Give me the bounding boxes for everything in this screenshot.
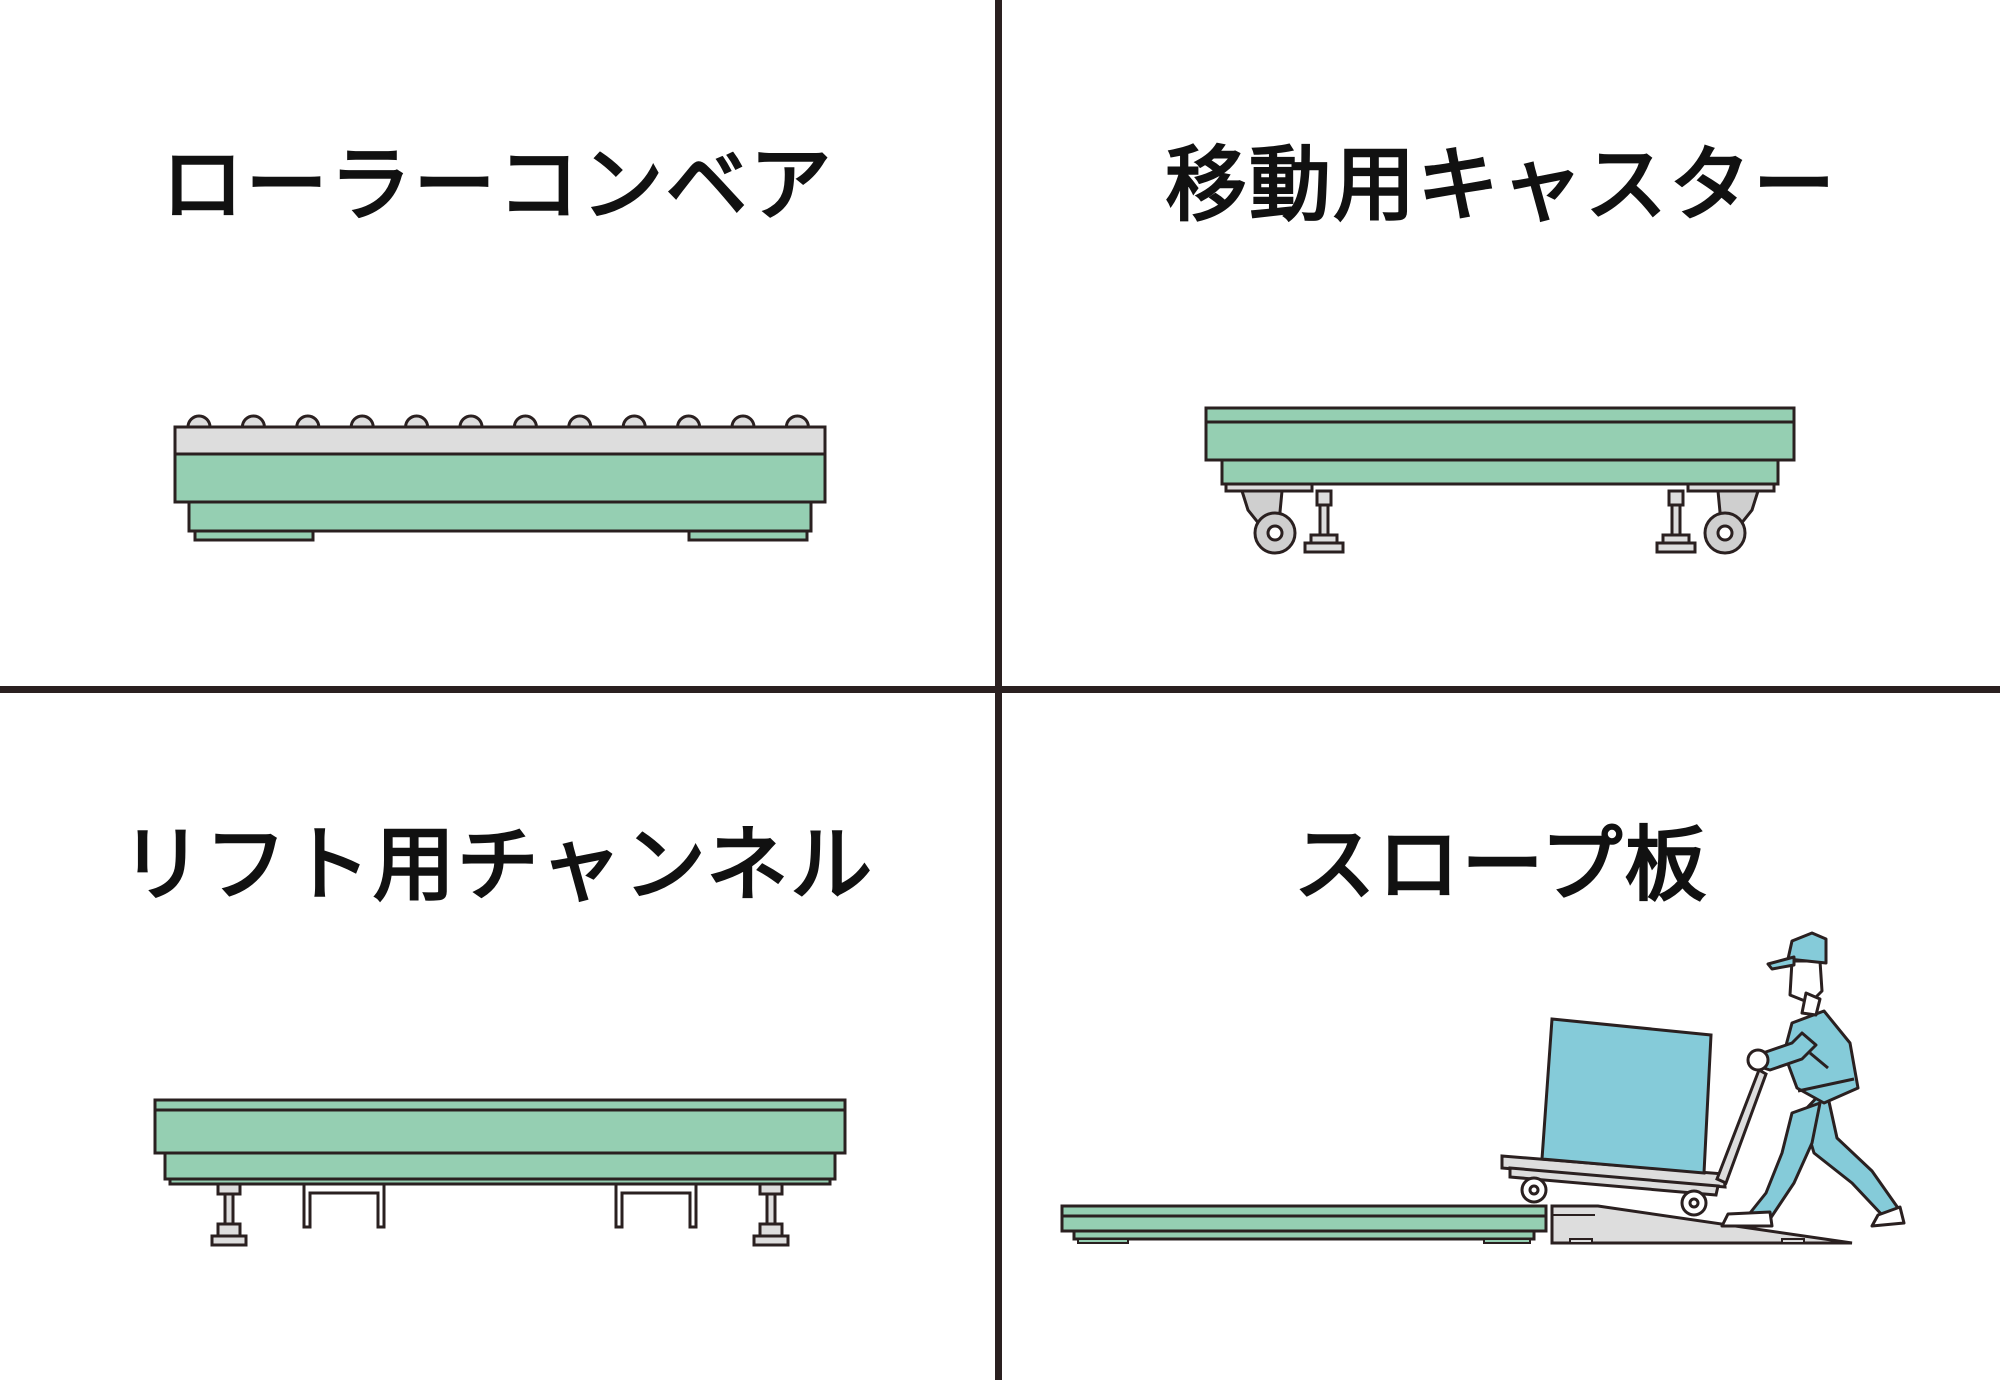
scale-platform	[153, 1108, 847, 1155]
leveling-foot-left	[210, 1182, 248, 1247]
caster-left	[1224, 482, 1345, 555]
lift-channel-scale-icon	[153, 1098, 847, 1247]
scale-base	[187, 500, 813, 533]
caster-right	[1655, 482, 1776, 555]
caster-scale-icon	[1204, 406, 1796, 555]
scale-base	[163, 1151, 837, 1181]
panel-title-slope-board: スロープ板	[1293, 818, 1709, 913]
panel-title-lift-channel: リフト用チャンネル	[120, 818, 875, 913]
hand-truck	[1500, 1067, 1768, 1217]
scale-platform	[173, 452, 827, 504]
cargo-box	[1540, 1017, 1713, 1175]
slope-ramp	[1550, 1204, 1853, 1245]
horizontal-divider	[0, 686, 2000, 693]
panel-roller-conveyor: ローラーコンベア	[0, 0, 995, 686]
panel-slope-board: スロープ板	[1002, 693, 2000, 1380]
scale-top-plate	[1204, 406, 1796, 424]
panel-title-roller-conveyor: ローラーコンベア	[161, 138, 834, 233]
roller-bed	[173, 425, 827, 456]
panel-casters: 移動用キャスター	[1002, 0, 2000, 686]
scale-platform	[1204, 420, 1796, 462]
lift-channel-left	[302, 1184, 386, 1229]
panel-lift-channel: リフト用チャンネル	[0, 693, 995, 1380]
scale-foot-right	[687, 529, 809, 542]
slope-ramp-worker-icon	[1060, 931, 1906, 1245]
scale-base	[1220, 458, 1780, 486]
roller-conveyor-scale-icon	[173, 414, 827, 542]
scale-base	[1072, 1229, 1536, 1241]
scale-platform	[1060, 1214, 1548, 1233]
panel-title-casters: 移動用キャスター	[1164, 138, 1837, 233]
leveling-foot-right	[752, 1182, 790, 1247]
worker	[1720, 931, 1906, 1228]
scale-foot-left	[193, 529, 315, 542]
lift-channel-right	[614, 1184, 698, 1229]
scale-bottom-strip	[168, 1177, 832, 1186]
